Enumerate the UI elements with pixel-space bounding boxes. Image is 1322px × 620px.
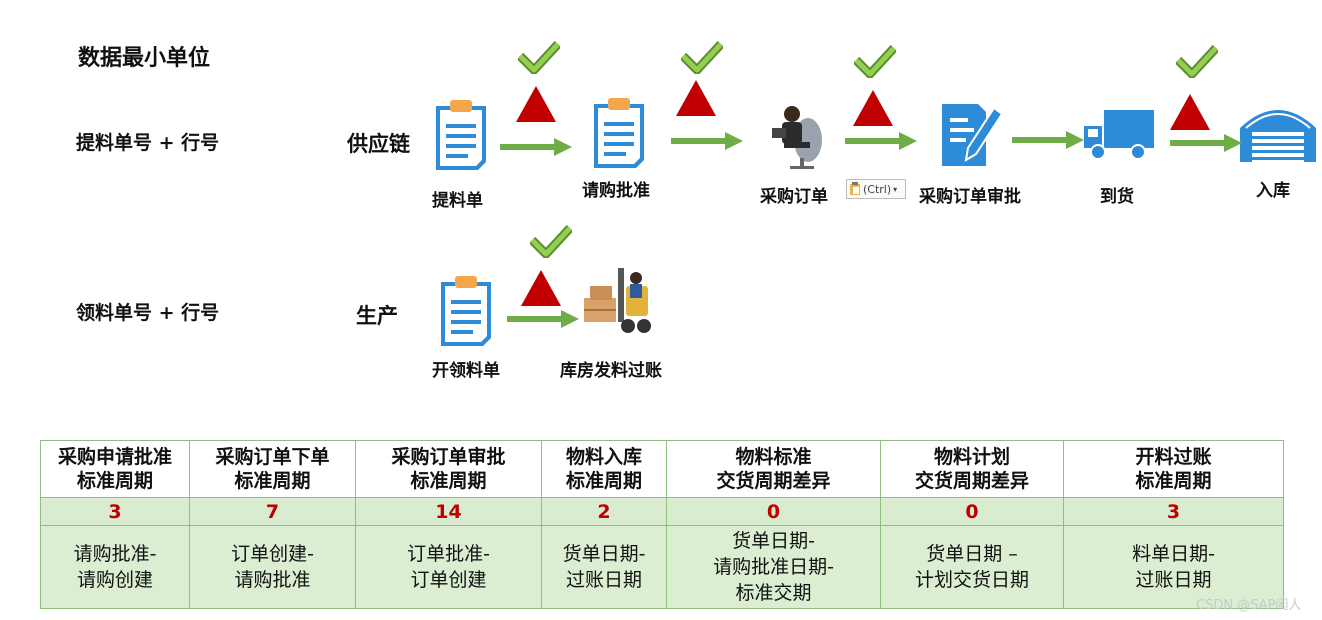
table-formula-row: 请购批准-请购创建 订单创建-请购批准 订单批准-订单创建 货单日期-过账日期 … — [40, 525, 1284, 609]
production-section-label: 生产 — [356, 304, 398, 328]
paste-options-tag[interactable]: (Ctrl) ▾ — [846, 179, 906, 199]
production-key-label: 领料单号 + 行号 — [76, 302, 220, 324]
table-formula-cell: 货单日期-过账日期 — [541, 525, 667, 609]
flow-arrow — [507, 310, 579, 328]
page-title: 数据最小单位 — [78, 46, 211, 71]
clipboard-icon — [441, 276, 491, 346]
warehouse-icon — [1240, 110, 1316, 162]
table-header-cell: 物料标准交货周期差异 — [666, 440, 881, 498]
step-label-request-approval: 请购批准 — [582, 181, 650, 201]
step-label-arrival: 到货 — [1100, 187, 1134, 207]
paste-clipboard-icon — [850, 182, 860, 195]
flow-arrow — [845, 132, 917, 150]
supply-section-label: 供应链 — [347, 132, 410, 156]
check-icon — [1176, 44, 1218, 78]
paste-ctrl-text: (Ctrl) — [863, 182, 892, 196]
table-header-cell: 采购订单审批标准周期 — [355, 440, 542, 498]
step-label-warehouse-posting: 库房发料过账 — [560, 361, 662, 381]
watermark: CSDN @SAP闲人 — [1196, 598, 1302, 613]
warning-triangle-icon — [676, 80, 716, 116]
table-header-row: 采购申请批准标准周期 采购订单下单标准周期 采购订单审批标准周期 物料入库标准周… — [40, 440, 1284, 498]
flow-arrow — [671, 132, 743, 150]
table-value-cell: 3 — [1063, 497, 1284, 526]
step-label-requisition: 提料单 — [432, 191, 483, 211]
table-value-cell: 3 — [40, 497, 190, 526]
warning-triangle-icon — [516, 86, 556, 122]
table-value-row: 3 7 14 2 0 0 3 — [40, 497, 1284, 526]
chevron-down-icon: ▾ — [893, 184, 898, 194]
table-value-cell: 0 — [880, 497, 1064, 526]
table-header-cell: 物料计划交货周期差异 — [880, 440, 1064, 498]
warning-triangle-icon — [853, 90, 893, 126]
clipboard-icon — [594, 98, 644, 168]
clipboard-icon — [436, 100, 486, 170]
table-formula-cell: 货单日期 –计划交货日期 — [880, 525, 1064, 609]
table-value-cell: 14 — [355, 497, 542, 526]
document-pen-icon — [942, 104, 1004, 166]
warning-triangle-icon — [1170, 94, 1210, 130]
table-header-cell: 物料入库标准周期 — [541, 440, 667, 498]
step-label-po-approval: 采购订单审批 — [919, 187, 1021, 207]
table-formula-cell: 请购批准-请购创建 — [40, 525, 190, 609]
forklift-icon — [584, 268, 651, 333]
check-icon — [681, 40, 723, 74]
flow-arrow — [1170, 134, 1242, 152]
flow-arrow — [1012, 131, 1084, 149]
table-value-cell: 7 — [189, 497, 356, 526]
table-formula-cell: 订单批准-订单创建 — [355, 525, 542, 609]
table-value-cell: 2 — [541, 497, 667, 526]
step-label-open-issue-slip: 开领料单 — [432, 361, 500, 381]
check-icon — [854, 44, 896, 78]
table-header-cell: 采购订单下单标准周期 — [189, 440, 356, 498]
table-formula-cell: 订单创建-请购批准 — [189, 525, 356, 609]
step-label-purchase-order: 采购订单 — [760, 187, 828, 207]
step-label-inbound: 入库 — [1256, 181, 1290, 201]
cycle-metrics-table: 采购申请批准标准周期 采购订单下单标准周期 采购订单审批标准周期 物料入库标准周… — [40, 440, 1284, 609]
check-icon — [530, 224, 572, 258]
truck-icon — [1084, 110, 1154, 160]
flow-arrow — [500, 138, 572, 156]
table-formula-cell: 料单日期-过账日期 — [1063, 525, 1284, 609]
table-header-cell: 开料过账标准周期 — [1063, 440, 1284, 498]
table-formula-cell: 货单日期-请购批准日期-标准交期 — [666, 525, 881, 609]
office-worker-icon — [772, 106, 822, 169]
check-icon — [518, 40, 560, 74]
supply-key-label: 提料单号 + 行号 — [76, 132, 220, 154]
warning-triangle-icon — [521, 270, 561, 306]
table-header-cell: 采购申请批准标准周期 — [40, 440, 190, 498]
table-value-cell: 0 — [666, 497, 881, 526]
